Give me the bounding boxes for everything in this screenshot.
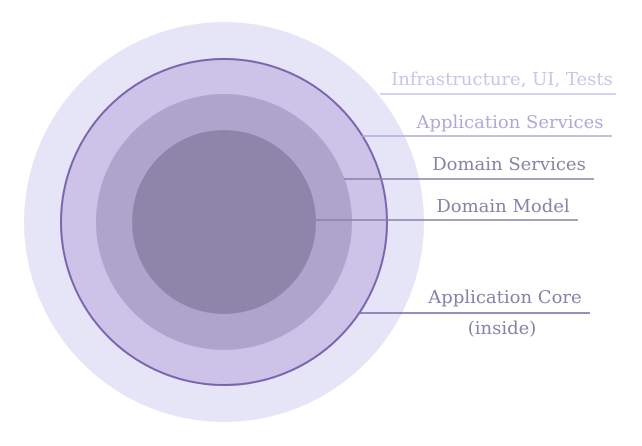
application-core-outline — [60, 58, 388, 386]
infrastructure-label: Infrastructure, UI, Tests — [391, 69, 613, 90]
application-core-label: Application Core — [427, 287, 581, 308]
domain-services-label: Domain Services — [432, 154, 586, 175]
application-core-sublabel: (inside) — [468, 318, 537, 339]
application-services-label: Application Services — [416, 112, 604, 133]
domain-model-label: Domain Model — [436, 196, 570, 217]
domain-model-layer-circle — [132, 130, 316, 314]
